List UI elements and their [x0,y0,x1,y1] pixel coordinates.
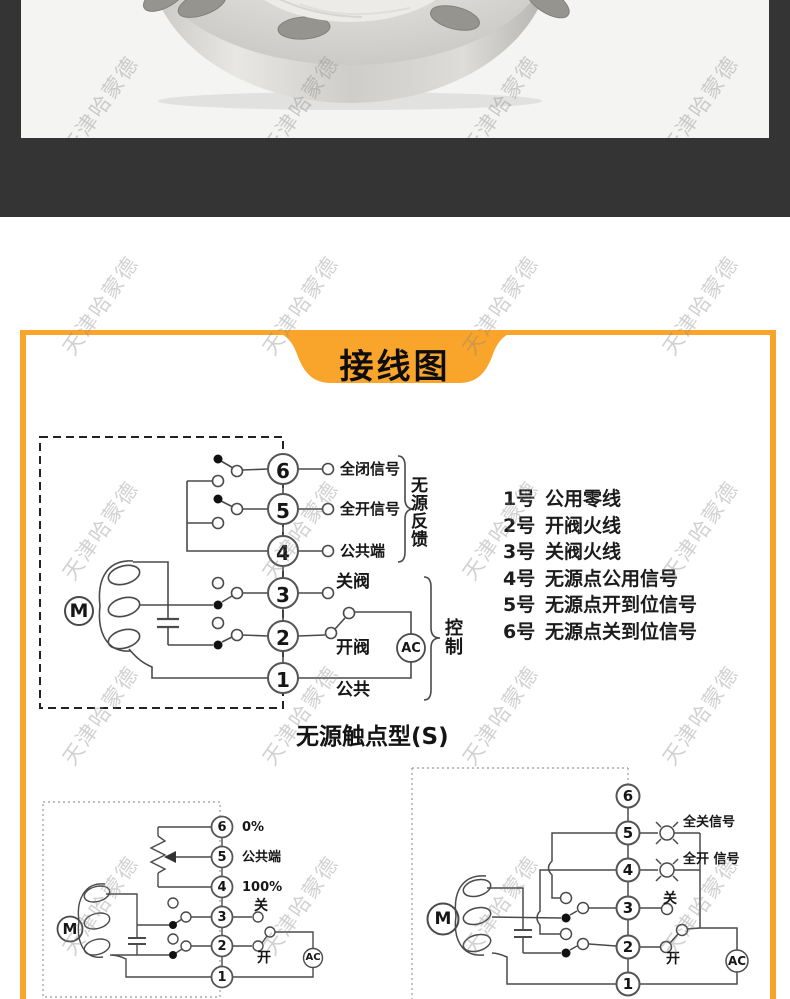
terminal-number: 3 [622,899,634,917]
flange-image [143,0,570,110]
terminal-desc: 关阀火线 [545,541,622,564]
motor-symbol: M [69,600,89,622]
terminal-number: 6 [217,820,227,835]
list-item: 1号公用零线 [503,486,697,513]
pot-diagram [42,801,324,998]
label-full-open-signal: 全开信号 [340,500,401,518]
terminal-number: 5 [276,499,290,523]
label-open-valve: 开阀 [336,638,370,658]
terminal-number: 4 [622,861,634,879]
photo-section: 天津哈蒙德天津哈蒙德天津哈蒙德天津哈蒙德 [0,0,790,138]
terminal-circles [267,453,299,694]
product-photo: 天津哈蒙德天津哈蒙德天津哈蒙德天津哈蒙德 [21,0,769,138]
banner-shape [262,330,528,383]
label-passive-feedback: 无源反馈 [411,476,428,550]
terminal-desc: 无源点关到位信号 [545,620,698,643]
ac-symbol: AC [401,641,421,656]
list-item: 5号无源点开到位信号 [503,592,697,619]
label-close: 关 [254,898,268,914]
terminal-desc: 无源点开到位信号 [545,594,698,617]
terminal-number: 2 [276,626,290,650]
terminal-number: 2 [217,939,227,954]
label-common-terminal: 公共端 [340,542,386,560]
terminal-number: 3 [276,583,290,607]
label-close: 关 [663,891,677,907]
label-common: 公共 [336,680,370,700]
label-open: 开 [666,951,680,967]
terminal-desc: 公用零线 [545,488,622,510]
motor-symbol: M [434,909,452,929]
terminal-num: 3号 [503,541,536,564]
list-item: 2号开阀火线 [503,513,697,540]
label-open: 开 [257,950,271,966]
terminal-desc: 无源点公用信号 [545,567,679,590]
terminal-number: 6 [276,459,290,483]
terminal-number: 2 [622,938,634,956]
ac-symbol: AC [727,954,747,968]
terminal-number: 1 [276,668,290,692]
dark-divider-band [0,138,790,217]
label-100-percent: 100% [242,880,283,895]
terminal-number: 3 [217,910,227,925]
label-control: 控制 [445,618,463,658]
terminal-number: 5 [217,850,227,865]
lamp-diagram [411,767,749,999]
diagram-caption: 无源触点型(S) [296,724,449,750]
terminal-number: 5 [622,824,634,842]
label-close-valve: 关阀 [336,572,370,592]
label-full-open-signal: 全开 信号 [683,852,740,867]
terminal-num: 5号 [503,594,536,617]
terminal-num: 4号 [503,567,536,590]
ac-symbol: AC [305,952,321,963]
list-item: 6号无源点关到位信号 [503,619,697,646]
terminal-legend: 1号公用零线 2号开阀火线 3号关阀火线 4号无源点公用信号 5号无源点开到位信… [503,486,697,646]
main-diagram [39,436,441,709]
terminal-num: 6号 [503,620,536,643]
terminal-num: 1号 [503,488,536,510]
terminal-number: 6 [622,787,634,805]
label-full-close-signal: 全闭信号 [340,460,401,478]
terminal-number: 4 [276,541,290,565]
terminal-num: 2号 [503,514,536,537]
motor-symbol: M [62,920,78,938]
list-item: 4号无源点公用信号 [503,566,697,593]
terminal-number: 1 [217,970,227,985]
terminal-number: 4 [217,880,227,895]
terminal-number: 1 [622,975,634,993]
list-item: 3号关阀火线 [503,539,697,566]
section-title: 接线图 [339,347,451,387]
label-full-close-signal: 全关信号 [683,815,736,830]
label-common-terminal: 公共端 [242,850,282,865]
label-0-percent: 0% [242,820,265,835]
terminal-desc: 开阀火线 [545,514,622,537]
